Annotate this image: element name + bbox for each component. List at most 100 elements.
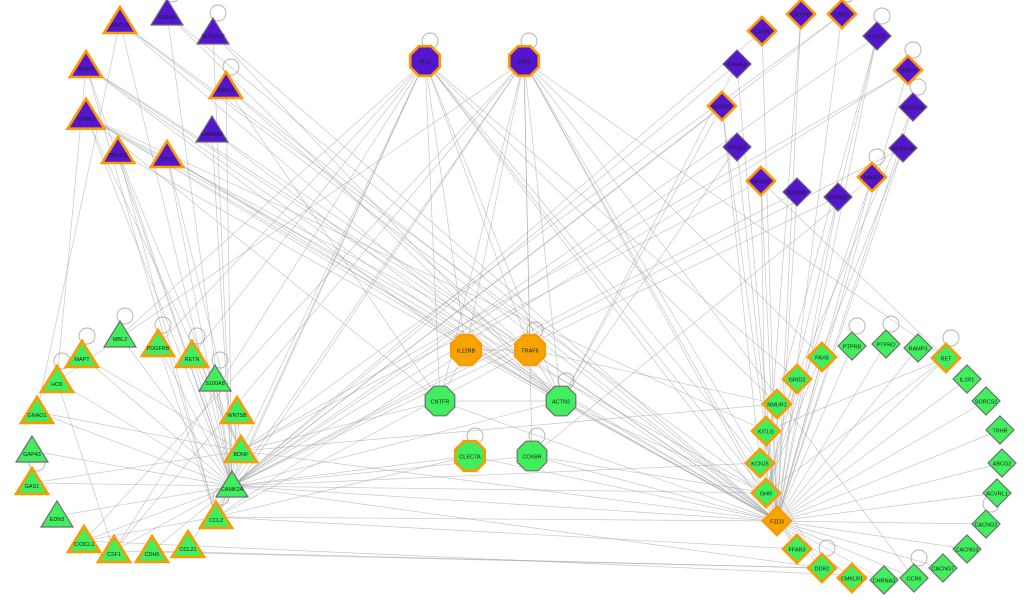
node-qrfpr[interactable]: QRFPR bbox=[785, 0, 817, 30]
edge bbox=[119, 21, 233, 487]
node-kcnj5[interactable]: KCNJ5 bbox=[744, 447, 776, 479]
node-syt1[interactable]: SYT1 bbox=[148, 138, 186, 169]
node-adra2a[interactable]: ADRA2A bbox=[888, 133, 918, 163]
edge bbox=[85, 65, 531, 351]
node-gas1[interactable]: GAS1 bbox=[13, 465, 51, 496]
node-ffar3[interactable]: FFAR3 bbox=[781, 533, 813, 565]
node-grid2[interactable]: GRID2 bbox=[781, 363, 813, 395]
node-trhr[interactable]: TRHR bbox=[985, 415, 1015, 445]
node-ramp3[interactable]: RAMP3 bbox=[903, 333, 933, 363]
node-clec7a[interactable]: CLEC7A bbox=[453, 439, 487, 473]
node-kcnd2[interactable]: KCND2 bbox=[706, 90, 738, 122]
node-adcy2[interactable]: ADCY2 bbox=[101, 4, 139, 35]
node-nmbr[interactable]: NMBR bbox=[856, 161, 888, 193]
node-abcg2[interactable]: ABCG2 bbox=[987, 448, 1017, 478]
node-irs1[interactable]: IRS1 bbox=[408, 44, 442, 78]
node-nmur1[interactable]: NMUR1 bbox=[761, 388, 793, 420]
edge bbox=[531, 455, 767, 494]
node-adra1b[interactable]: ADRA1B bbox=[898, 92, 928, 122]
node-label: RETN bbox=[185, 357, 200, 363]
edge bbox=[119, 21, 562, 402]
node-cx3cl1[interactable]: CX3CL1 bbox=[65, 523, 103, 554]
edge bbox=[776, 35, 878, 522]
node-trpv1[interactable]: TRPV1 bbox=[892, 54, 924, 86]
self-loop-icon bbox=[942, 329, 960, 347]
node-ntrk3[interactable]: NTRK3 bbox=[65, 96, 107, 130]
node-slc6a12[interactable]: SLC6A12 bbox=[195, 16, 231, 45]
triangle-shape bbox=[169, 528, 207, 559]
node-bdnf[interactable]: BDNF bbox=[222, 433, 260, 464]
node-ptpro[interactable]: PTPRO bbox=[871, 329, 901, 359]
node-gap43[interactable]: GAP43 bbox=[14, 434, 50, 463]
edge bbox=[776, 378, 798, 522]
node-gfra2[interactable]: GFRA2 bbox=[745, 165, 777, 197]
node-gabra1[interactable]: GABRA1 bbox=[194, 114, 230, 143]
edge bbox=[231, 455, 471, 487]
node-pdgfrb[interactable]: PDGFRB bbox=[139, 327, 177, 358]
node-mapt[interactable]: MAPT bbox=[63, 338, 101, 369]
node-cntfr[interactable]: CNTFR bbox=[424, 385, 456, 417]
node-csf2[interactable]: CSF2 bbox=[507, 44, 541, 78]
node-ccl2[interactable]: CCL2 bbox=[197, 499, 235, 530]
node-s100a8[interactable]: S100A8 bbox=[197, 363, 233, 392]
node-sorcs2[interactable]: SORCS2 bbox=[971, 386, 1001, 416]
node-kcnj3[interactable]: KCNJ3 bbox=[862, 21, 892, 51]
edge bbox=[31, 450, 242, 484]
node-camk2a[interactable]: CAMK2A bbox=[214, 469, 250, 498]
node-il1r1[interactable]: IL1R1 bbox=[952, 364, 982, 394]
node-ccl21[interactable]: CCL21 bbox=[169, 528, 207, 559]
node-hck[interactable]: HCK bbox=[38, 363, 76, 394]
triangle-shape bbox=[65, 523, 103, 554]
self-loop-icon bbox=[209, 4, 227, 22]
node-traf6[interactable]: TRAF6 bbox=[513, 333, 547, 367]
node-ptprb[interactable]: PTPRB bbox=[837, 331, 867, 361]
node-mbl2[interactable]: MBL2 bbox=[102, 319, 138, 348]
node-cacng2[interactable]: CACNG2 bbox=[971, 509, 1001, 539]
edge bbox=[36, 21, 121, 413]
node-gnao1[interactable]: GNAO1 bbox=[18, 394, 56, 425]
node-grm1[interactable]: GRM1 bbox=[207, 69, 245, 100]
node-epha4[interactable]: EPHA4 bbox=[722, 49, 752, 79]
diamond-shape bbox=[862, 21, 892, 51]
node-cmklr1[interactable]: CMKLR1 bbox=[836, 562, 868, 594]
node-kitlg[interactable]: KITLG bbox=[750, 415, 782, 447]
node-csf1[interactable]: CSF1 bbox=[95, 533, 133, 564]
node-il12rb[interactable]: IL12RB bbox=[449, 333, 483, 367]
node-ccr6[interactable]: CCR6 bbox=[899, 563, 929, 593]
node-label: SLC6A12 bbox=[201, 34, 225, 40]
diamond-shape bbox=[952, 534, 982, 564]
node-ddr2[interactable]: DDR2 bbox=[806, 552, 838, 584]
node-msr1[interactable]: MSR1 bbox=[67, 48, 105, 79]
node-cacng7[interactable]: CACNG7 bbox=[928, 553, 958, 583]
edge bbox=[231, 485, 778, 522]
self-loop-icon bbox=[166, 0, 178, 3]
node-retn[interactable]: RETN bbox=[173, 338, 211, 369]
node-edn3[interactable]: EDN3 bbox=[39, 499, 75, 528]
node-epha7[interactable]: EPHA7 bbox=[722, 132, 752, 162]
node-cacng3[interactable]: CACNG3 bbox=[952, 534, 982, 564]
node-oprm1[interactable]: OPRM1 bbox=[823, 182, 853, 212]
node-wnt5b[interactable]: WNT5B bbox=[218, 394, 256, 425]
triangle-shape bbox=[194, 114, 230, 143]
node-cdh5[interactable]: CDH5 bbox=[133, 533, 171, 564]
node-gria3[interactable]: GRIA3 bbox=[149, 0, 185, 26]
edge bbox=[151, 550, 823, 569]
edge bbox=[81, 355, 242, 452]
octagon-shape bbox=[424, 385, 456, 417]
node-pax8[interactable]: PAX8 bbox=[806, 341, 838, 373]
edge bbox=[765, 35, 878, 494]
node-casr[interactable]: CASR bbox=[746, 15, 778, 47]
self-loop-icon bbox=[188, 327, 206, 345]
node-prkcg[interactable]: PRKCG bbox=[99, 134, 137, 165]
node-cnr1[interactable]: CNR1 bbox=[826, 0, 858, 30]
node-acvrl1[interactable]: ACVRL1 bbox=[982, 478, 1012, 508]
node-chrna3[interactable]: CHRNA3 bbox=[869, 565, 899, 595]
node-actn2[interactable]: ACTN2 bbox=[545, 385, 577, 417]
node-ret[interactable]: RET bbox=[930, 342, 962, 374]
node-nrxn3[interactable]: NRXN3 bbox=[782, 177, 812, 207]
node-ghr[interactable]: GHR bbox=[750, 477, 782, 509]
node-fzd3[interactable]: FZD3 bbox=[761, 505, 793, 537]
node-cckbr[interactable]: CCKBR bbox=[516, 440, 548, 472]
